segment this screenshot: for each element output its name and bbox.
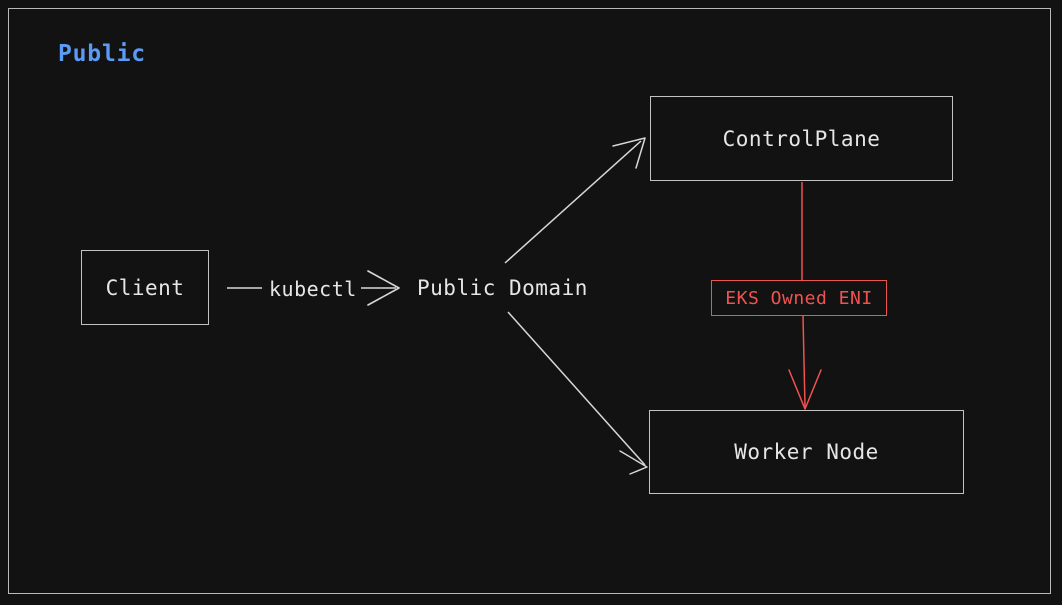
node-client[interactable]: Client bbox=[81, 250, 209, 325]
group-title-public: Public bbox=[58, 41, 146, 67]
edge-label-kubectl: kubectl bbox=[265, 277, 361, 301]
eks-owned-eni-text: EKS Owned ENI bbox=[725, 287, 873, 309]
node-worker-node[interactable]: Worker Node bbox=[649, 410, 964, 494]
node-controlplane-label: ControlPlane bbox=[722, 126, 881, 151]
node-public-domain[interactable]: Public Domain bbox=[417, 276, 588, 300]
node-client-label: Client bbox=[105, 275, 185, 300]
edge-label-eks-owned-eni: EKS Owned ENI bbox=[711, 280, 887, 316]
group-frame-public bbox=[8, 8, 1051, 594]
node-controlplane[interactable]: ControlPlane bbox=[650, 96, 953, 181]
node-worker-node-label: Worker Node bbox=[734, 440, 879, 464]
